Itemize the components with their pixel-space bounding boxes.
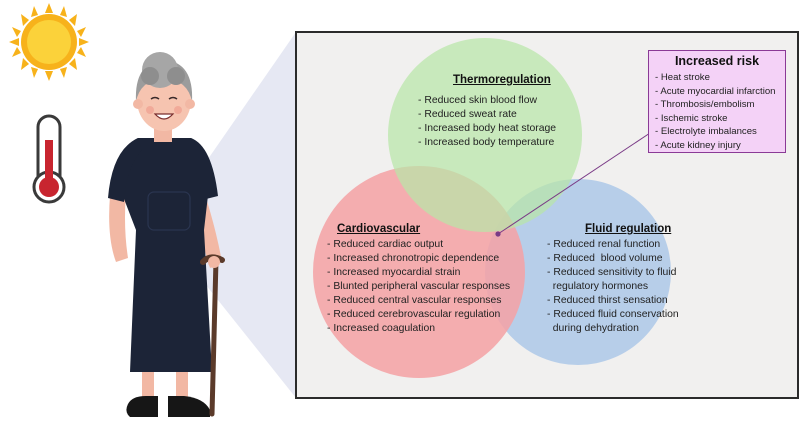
list-item: - Reduced cardiac output: [327, 239, 444, 250]
list-item: - Reduced blood volume: [547, 253, 663, 264]
list-item: - Reduced thirst sensation: [547, 295, 668, 306]
thermoregulation-circle: [388, 38, 582, 232]
list-item: - Increased chronotropic dependence: [327, 253, 500, 264]
list-item: - Reduced cerebrovascular regulation: [327, 309, 501, 320]
list-item: - Reduced skin blood flow: [418, 95, 537, 106]
list-item: during dehydration: [547, 323, 639, 334]
list-item: - Reduced sensitivity to fluid: [547, 267, 677, 278]
list-item: - Reduced central vascular responses: [327, 295, 502, 306]
fluid-regulation-list: - Reduced renal function - Reduced blood…: [547, 238, 679, 336]
cardiovascular-list: - Reduced cardiac output - Increased chr…: [327, 238, 510, 336]
thermometer-icon: [32, 114, 66, 204]
list-item: - Acute kidney injury: [655, 139, 741, 151]
list-item: - Blunted peripheral vascular responses: [327, 281, 511, 292]
list-item: - Heat stroke: [655, 72, 710, 83]
increased-risk-title: Increased risk: [674, 54, 760, 68]
walking-cane-icon: [200, 254, 225, 417]
fluid-regulation-circle: [485, 179, 671, 365]
cardiovascular-title: Cardiovascular: [337, 223, 421, 235]
increased-risk-box: Increased risk - Heat stroke - Acute myo…: [648, 50, 786, 153]
list-item: - Increased body heat storage: [418, 123, 557, 134]
list-item: - Electrolyte imbalances: [655, 126, 757, 138]
list-item: - Acute myocardial infarction: [655, 85, 776, 97]
zoom-cone: [190, 32, 296, 398]
risk-connector-line: [497, 132, 651, 235]
list-item: - Increased coagulation: [327, 323, 436, 334]
fluid-regulation-title: Fluid regulation: [585, 223, 672, 235]
increased-risk-list: - Heat stroke - Acute myocardial infarct…: [655, 71, 776, 153]
list-item: - Ischemic stroke: [655, 112, 728, 124]
list-item: - Increased myocardial strain: [327, 267, 461, 278]
list-item: - Thrombosis/embolism: [655, 99, 755, 111]
elderly-woman-illustration: [108, 52, 222, 417]
list-item: regulatory hormones: [547, 281, 649, 292]
risk-connector-dot: [495, 231, 501, 237]
list-item: - Reduced renal function: [547, 239, 661, 250]
thermoregulation-title: Thermoregulation: [453, 74, 551, 86]
list-item: - Reduced fluid conservation: [547, 309, 679, 320]
list-item: - Reduced sweat rate: [418, 109, 517, 120]
sun-icon: [9, 3, 89, 81]
thermoregulation-list: - Reduced skin blood flow - Reduced swea…: [418, 94, 556, 150]
list-item: - Increased body temperature: [418, 137, 555, 148]
